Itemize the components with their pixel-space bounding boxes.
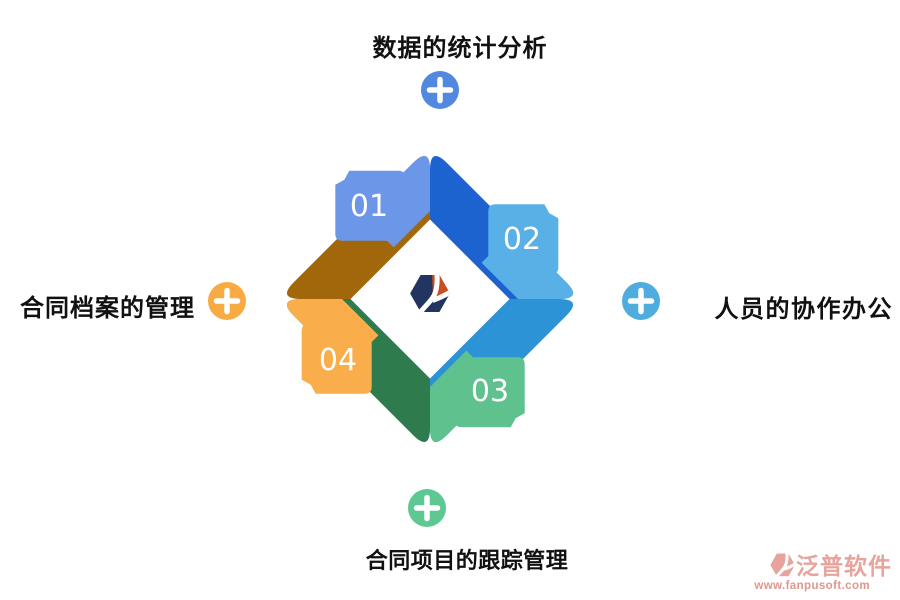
watermark: 泛普软件 www.fanpusoft.com xyxy=(754,552,892,593)
plus-icon-top[interactable] xyxy=(421,71,459,109)
label-left-archive: 合同档案的管理 xyxy=(20,295,195,322)
label-top-data-analysis: 数据的统计分析 xyxy=(372,35,548,62)
step-number-02: 02 xyxy=(503,222,541,257)
label-right-collaboration: 人员的协作办公 xyxy=(714,296,893,323)
step-number-04: 04 xyxy=(319,343,357,378)
watermark-url: www.fanpusoft.com xyxy=(754,579,870,592)
fanpu-logo-icon xyxy=(410,275,450,312)
label-bottom-tracking: 合同项目的跟踪管理 xyxy=(365,548,569,573)
plus-icon-right[interactable] xyxy=(622,282,660,320)
watermark-brand: 泛普软件 xyxy=(796,552,892,579)
plus-icon-left[interactable] xyxy=(208,282,246,320)
plus-icon-bottom[interactable] xyxy=(408,489,446,527)
step-numbers: 01 02 03 04 xyxy=(319,189,541,409)
step-number-01: 01 xyxy=(350,189,388,224)
step-number-03: 03 xyxy=(471,374,509,409)
